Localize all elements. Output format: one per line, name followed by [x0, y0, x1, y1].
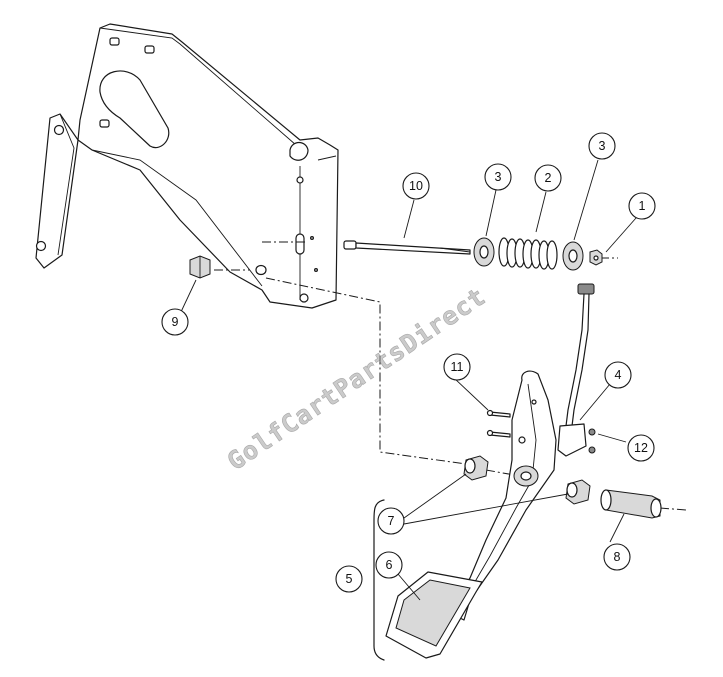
callout-label: 2: [545, 171, 552, 185]
callout-5: 5: [335, 565, 363, 593]
micro-switch: [557, 283, 596, 457]
callout-label: 11: [451, 360, 464, 374]
hex-nut: [589, 249, 603, 266]
callout-label: 12: [634, 441, 648, 455]
callout-label: 10: [409, 179, 423, 193]
callout-label: 8: [614, 550, 621, 564]
callout-7: 7: [377, 507, 405, 535]
callout-label: 1: [639, 199, 646, 213]
spring: [498, 237, 558, 270]
callout-label: 6: [386, 558, 393, 572]
bolt-rod: [343, 240, 471, 255]
callout-12: 12: [627, 434, 655, 462]
callout-3a: 3: [484, 163, 512, 191]
callout-2: 2: [534, 164, 562, 192]
callout-4: 4: [604, 361, 632, 389]
callout-8: 8: [603, 543, 631, 571]
washer-right: [562, 241, 584, 271]
bushing-right: [565, 479, 591, 505]
mounting-bracket: [35, 23, 339, 309]
callout-label: 4: [615, 368, 622, 382]
flange-nut: [189, 255, 211, 279]
callout-label: 7: [388, 514, 395, 528]
screws: [486, 409, 511, 438]
callout-label: 3: [599, 139, 606, 153]
callout-label: 3: [495, 170, 502, 184]
callout-1: 1: [628, 192, 656, 220]
bushing-left: [463, 455, 489, 481]
washer-left: [473, 237, 495, 267]
callout-10: 10: [402, 172, 430, 200]
callout-6: 6: [375, 551, 403, 579]
callout-label: 5: [346, 572, 353, 586]
leader-lines: [179, 159, 637, 601]
callout-11: 11: [443, 353, 471, 381]
callout-3b: 3: [588, 132, 616, 160]
pedal-assembly: [373, 370, 557, 661]
pivot-shaft: [600, 489, 662, 519]
callout-9: 9: [161, 308, 189, 336]
callout-label: 9: [172, 315, 179, 329]
